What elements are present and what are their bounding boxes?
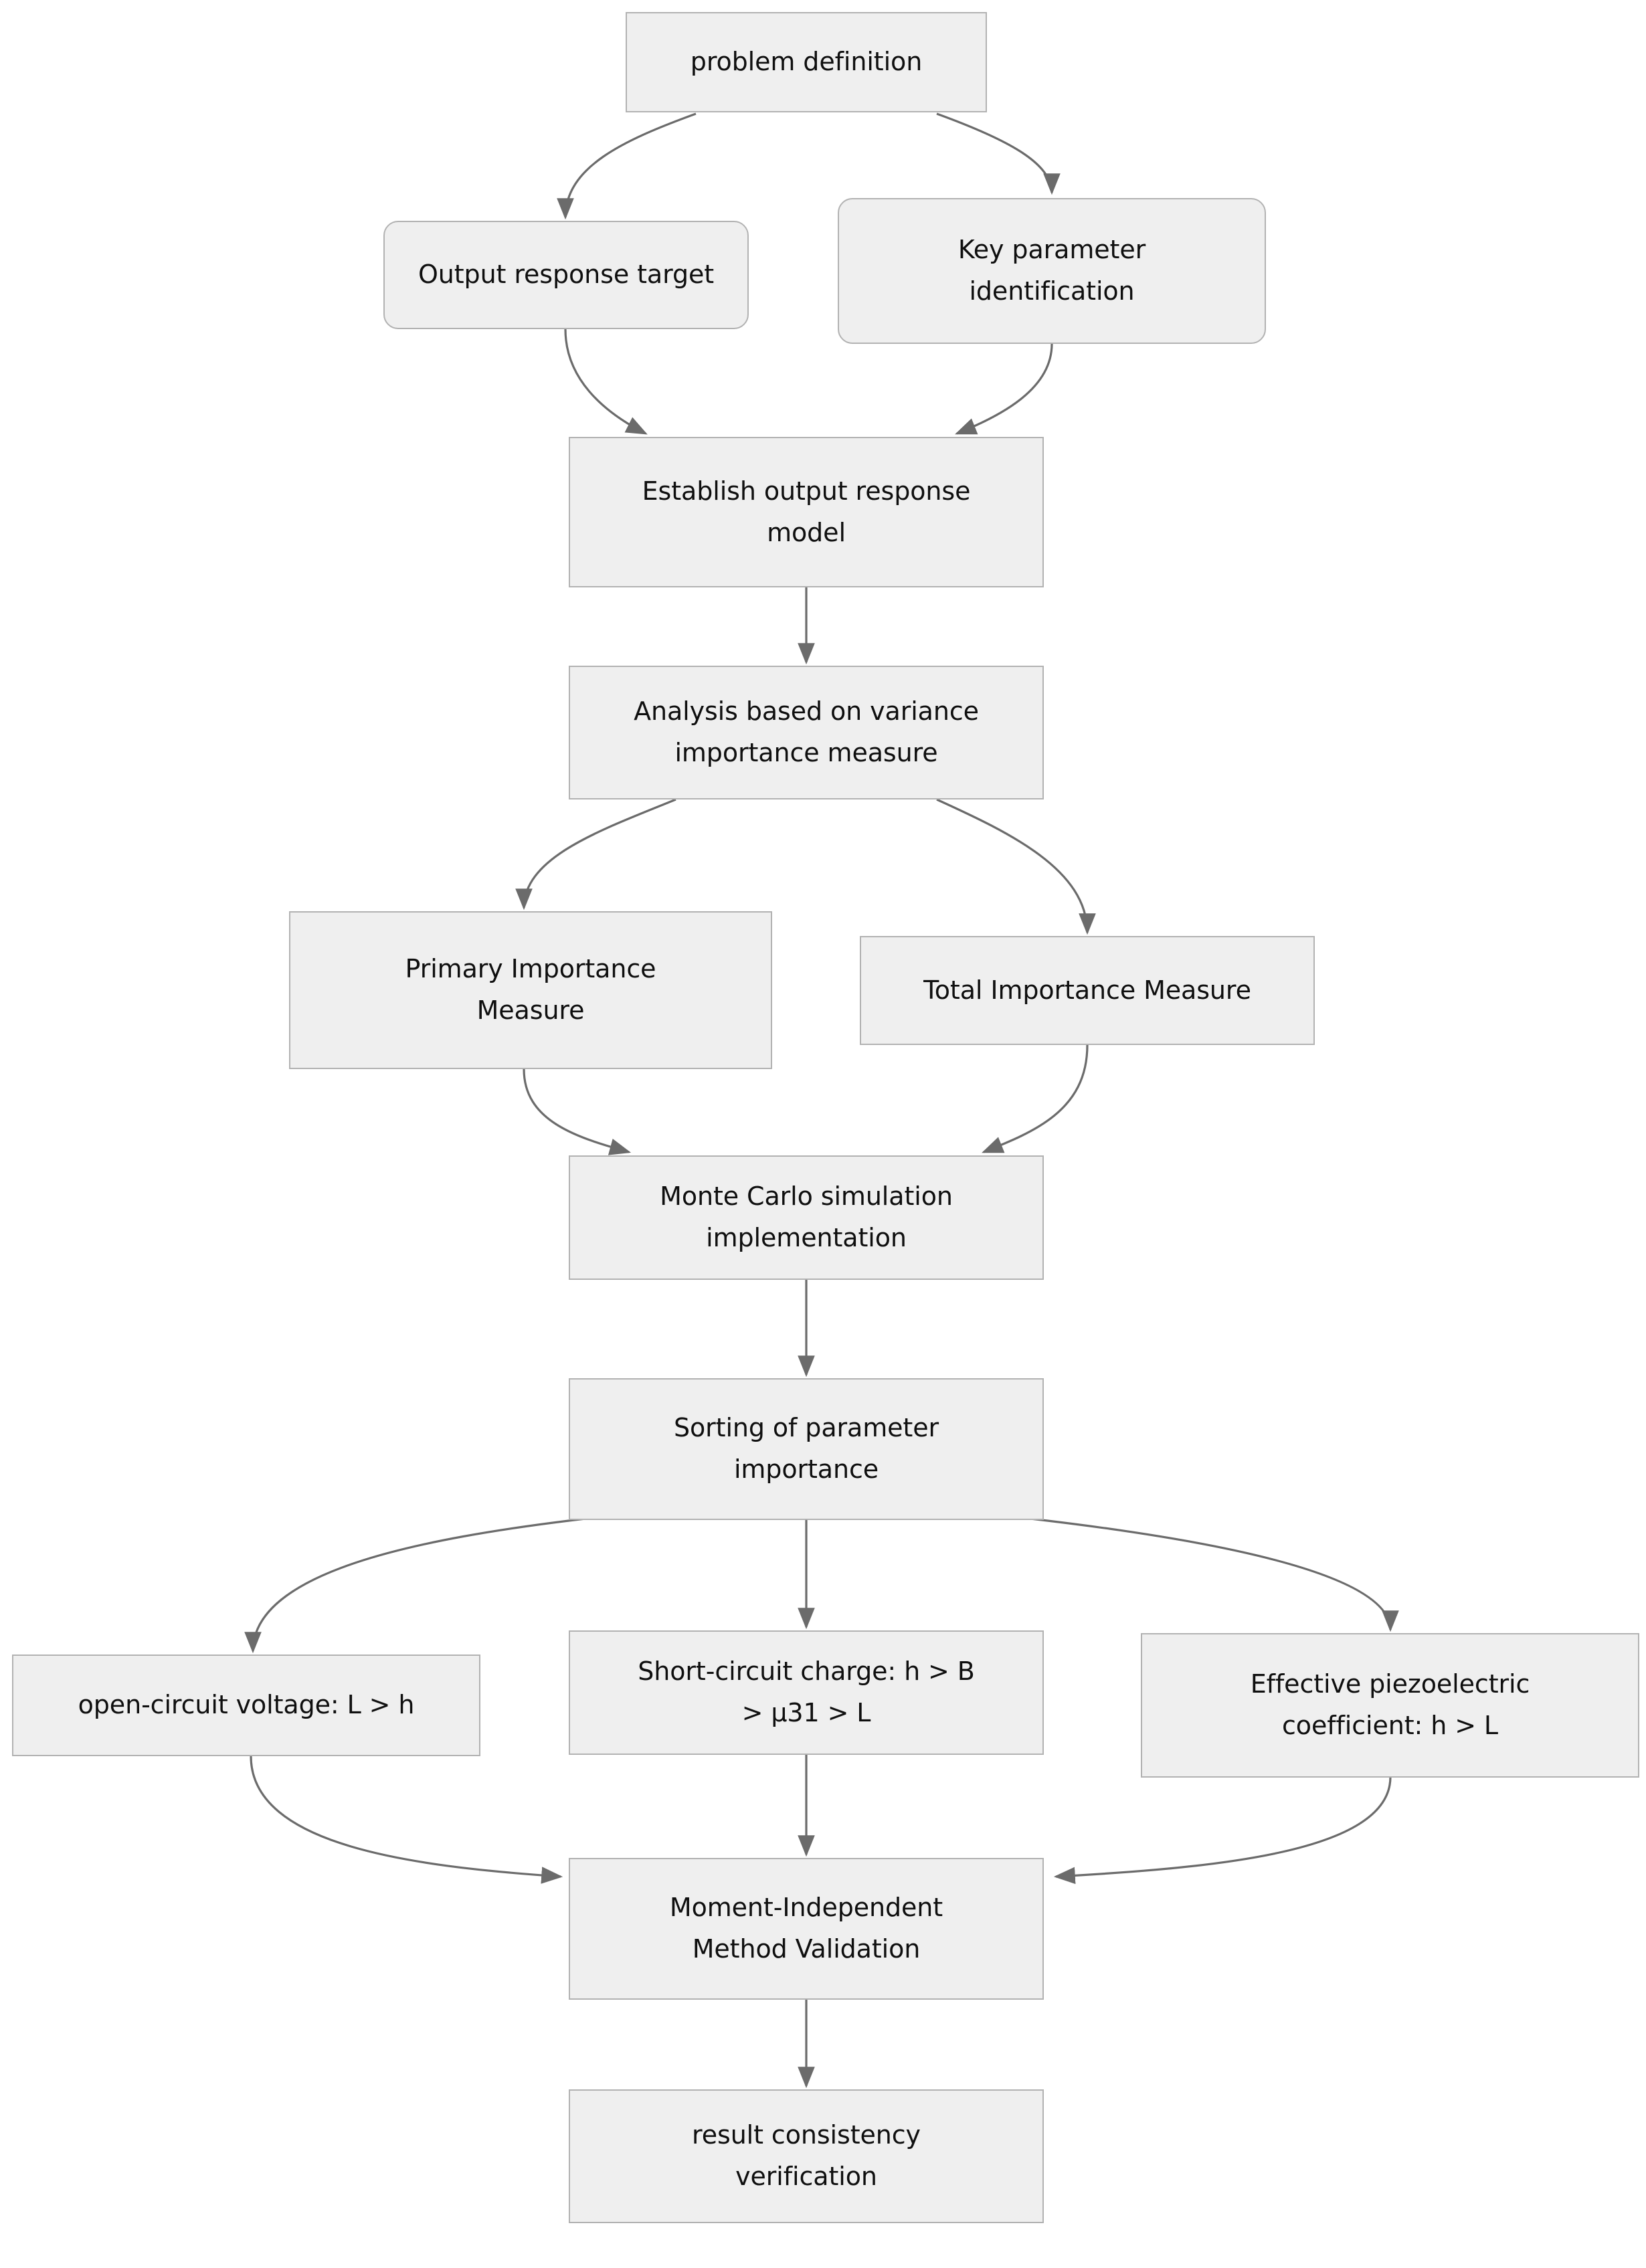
node-output-response-target[interactable]: Output response target xyxy=(383,221,749,329)
node-open-circuit-voltage[interactable]: open-circuit voltage: L > h xyxy=(12,1655,480,1756)
node-monte-carlo-simulation-implementation[interactable]: Monte Carlo simulation implementation xyxy=(569,1155,1044,1280)
node-key-parameter-identification[interactable]: Key parameter identification xyxy=(838,198,1266,344)
node-label: result consistency verification xyxy=(692,2120,921,2191)
node-label: Establish output response model xyxy=(642,476,971,547)
edge-analysis-to-total xyxy=(936,798,1096,935)
node-establish-output-response-model[interactable]: Establish output response model xyxy=(569,437,1044,587)
node-label: Sorting of parameter importance xyxy=(673,1413,939,1484)
edge-analysis-to-primary xyxy=(515,798,676,911)
node-label: problem definition xyxy=(690,47,923,77)
edge-key-parameter-to-establish-model xyxy=(955,343,1053,435)
edge-piezoelectric-to-moment xyxy=(1053,1776,1392,1885)
node-short-circuit-charge[interactable]: Short-circuit charge: h > B > µ31 > L xyxy=(569,1630,1044,1755)
node-analysis-variance-importance-measure[interactable]: Analysis based on variance importance me… xyxy=(569,666,1044,799)
node-label: Monte Carlo simulation implementation xyxy=(660,1182,953,1252)
node-effective-piezoelectric-coefficient[interactable]: Effective piezoelectric coefficient: h >… xyxy=(1141,1633,1639,1778)
edge-primary-to-montecarlo xyxy=(523,1068,632,1155)
edge-sorting-to-opencircuit xyxy=(244,1517,586,1654)
edge-output-target-to-establish-model xyxy=(564,328,648,435)
node-primary-importance-measure[interactable]: Primary Importance Measure xyxy=(289,911,772,1069)
node-sorting-of-parameter-importance[interactable]: Sorting of parameter importance xyxy=(569,1378,1044,1520)
edge-total-to-montecarlo xyxy=(982,1044,1089,1153)
node-label: Key parameter identification xyxy=(957,235,1146,306)
node-label: Short-circuit charge: h > B > µ31 > L xyxy=(638,1657,975,1727)
node-label: Analysis based on variance importance me… xyxy=(634,696,979,767)
node-label: Moment-Independent Method Validation xyxy=(669,1893,943,1964)
node-label: Total Importance Measure xyxy=(923,975,1251,1005)
node-label: Output response target xyxy=(418,260,715,290)
edge-problem-to-key-parameter xyxy=(936,112,1061,195)
node-total-importance-measure[interactable]: Total Importance Measure xyxy=(860,936,1315,1045)
node-problem-definition[interactable]: problem definition xyxy=(626,12,987,112)
node-label: Primary Importance Measure xyxy=(405,954,656,1025)
node-label: open-circuit voltage: L > h xyxy=(78,1690,415,1720)
edge-opencircuit-to-moment xyxy=(250,1756,563,1884)
edge-sorting-to-piezoelectric xyxy=(1030,1517,1399,1632)
node-result-consistency-verification[interactable]: result consistency verification xyxy=(569,2089,1044,2223)
node-label: Effective piezoelectric coefficient: h >… xyxy=(1250,1669,1530,1740)
node-moment-independent-method-validation[interactable]: Moment-Independent Method Validation xyxy=(569,1858,1044,2000)
edge-problem-to-output-target xyxy=(557,112,697,220)
